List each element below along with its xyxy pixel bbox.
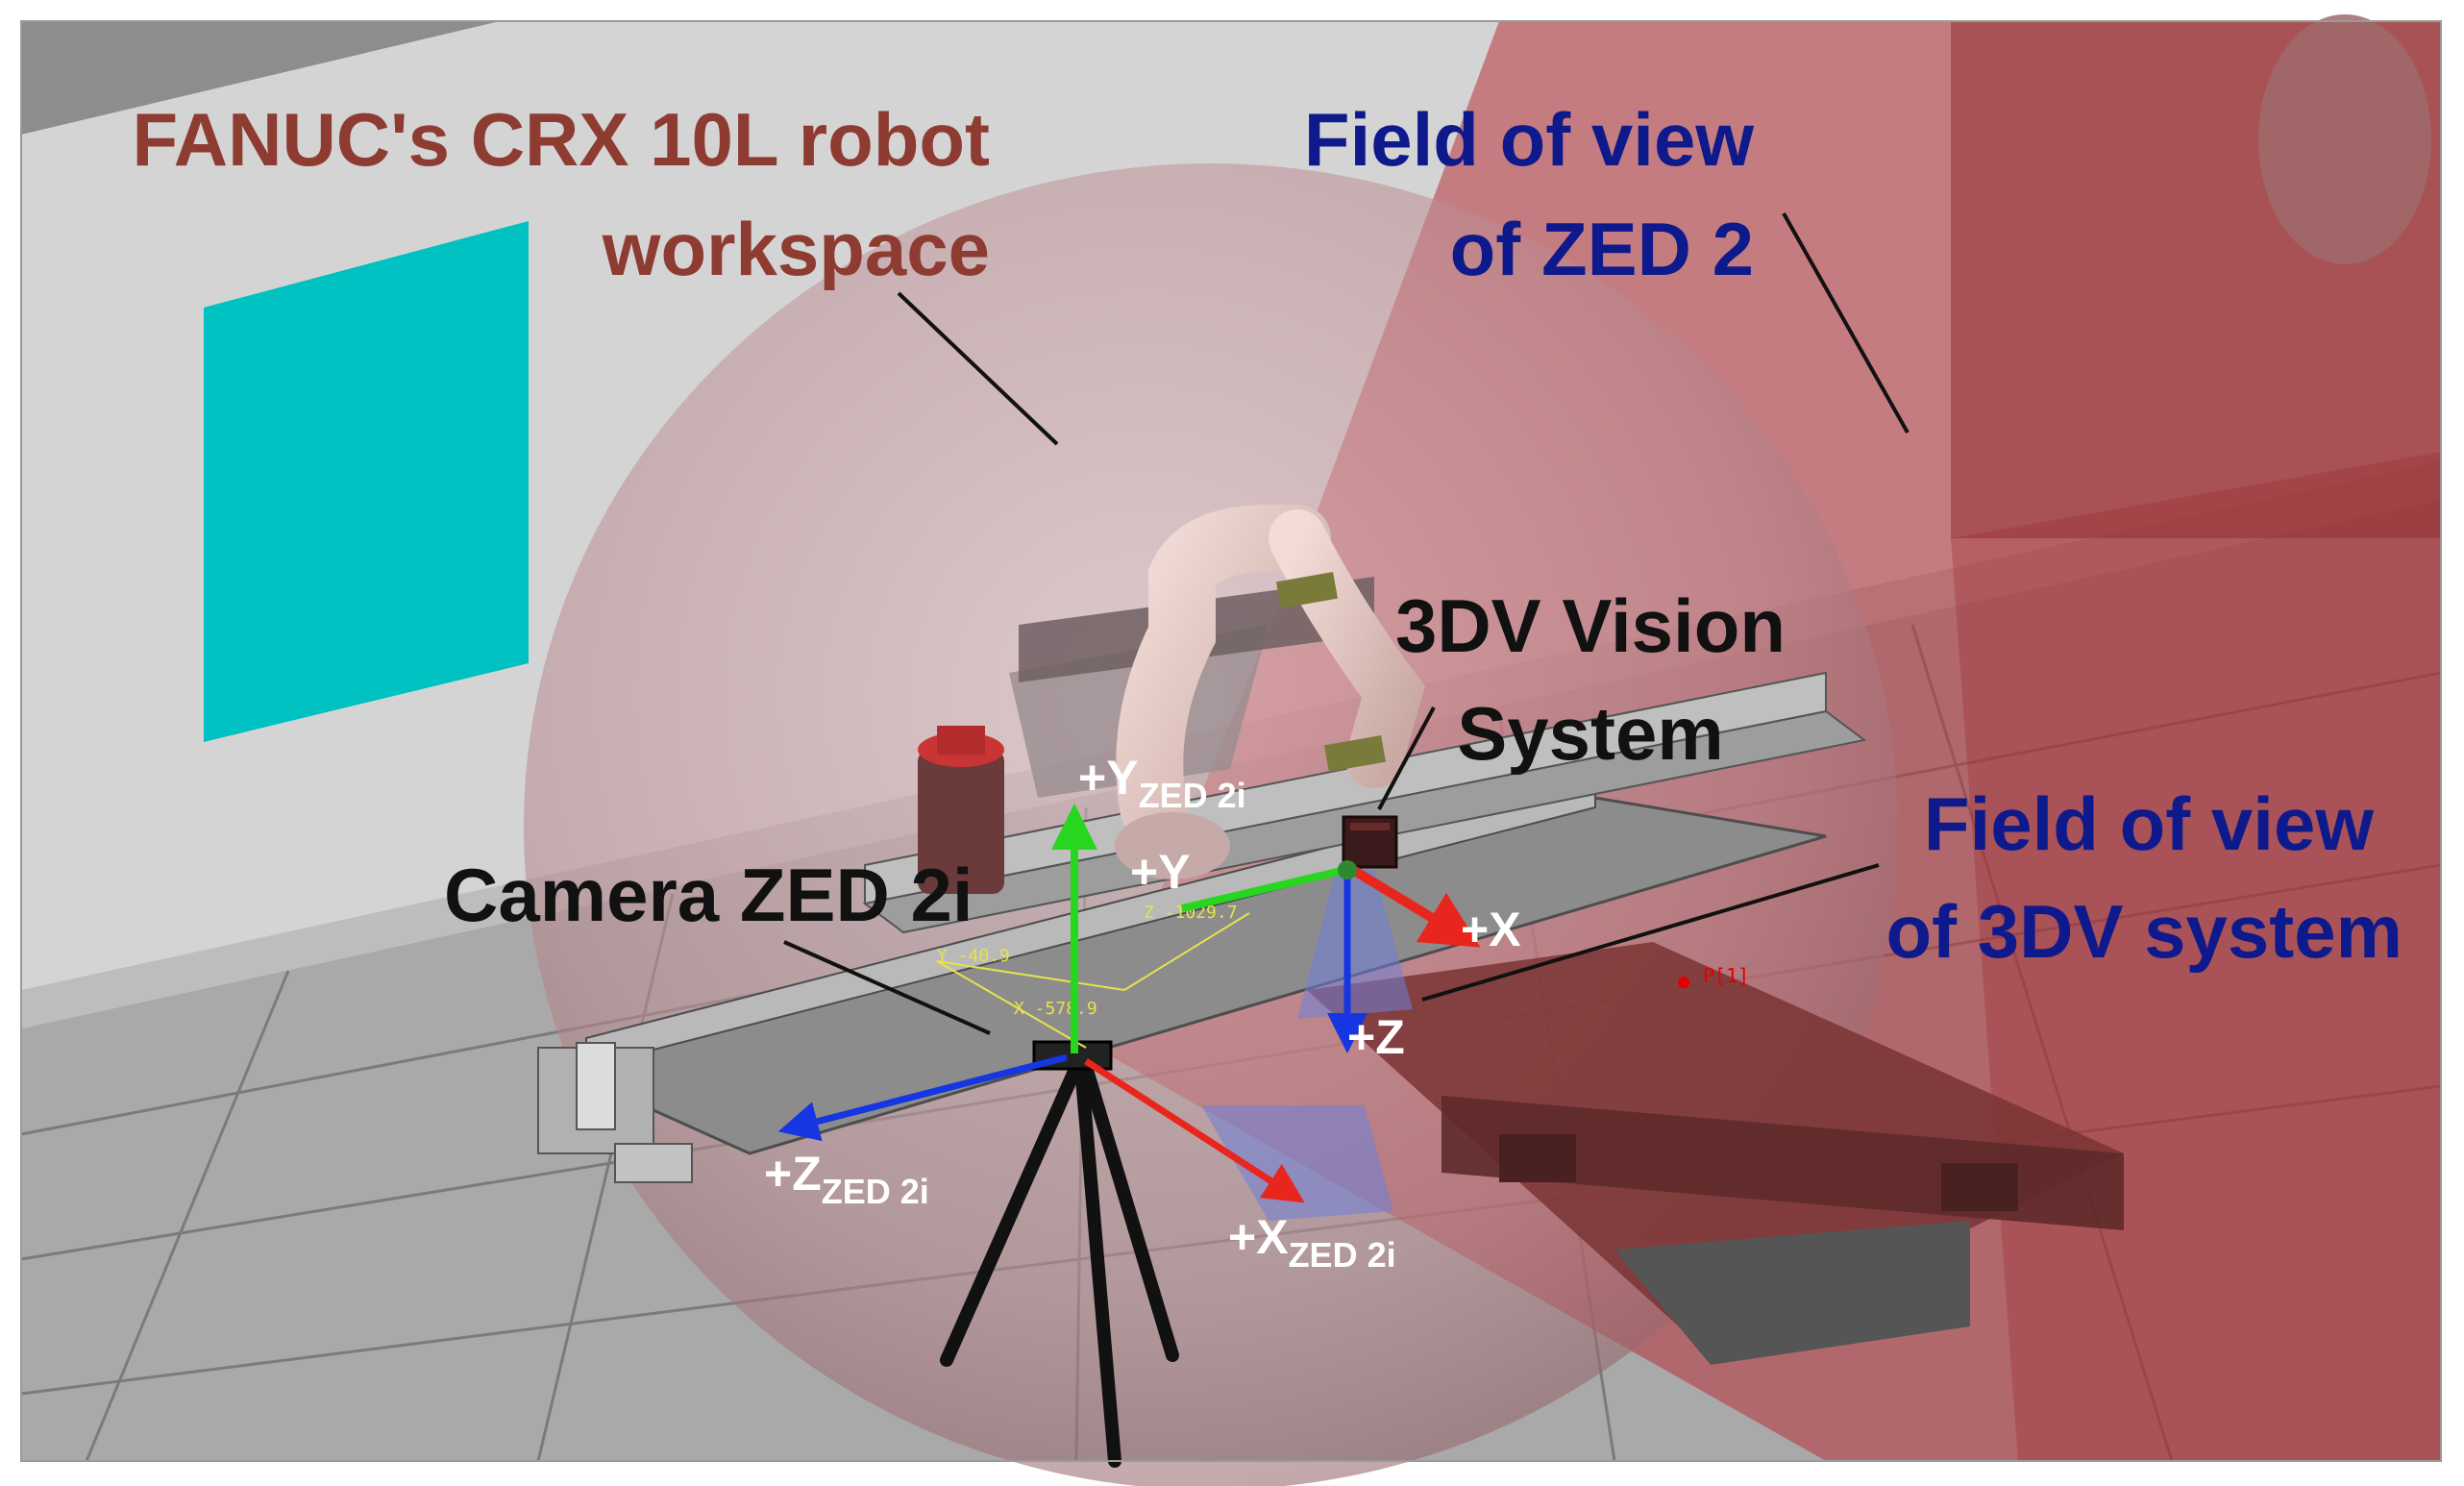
fov-zed2-label-line2: of ZED 2 — [1450, 207, 1754, 291]
zed2i-y-label: +YZED 2i — [1078, 751, 1246, 815]
zed2i-z-axis — [777, 1053, 1068, 1142]
vision-axes — [1181, 860, 1481, 1053]
zed2i-z-label: +ZZED 2i — [764, 1147, 929, 1211]
pallet — [1307, 942, 2124, 1365]
zed2i-x-axis — [1084, 1058, 1305, 1203]
readout-y: Y -40.9 — [937, 946, 1010, 966]
tripod-icon — [940, 1060, 1179, 1468]
workspace-label-line2: workspace — [602, 207, 990, 291]
zed2i-axes — [777, 804, 1305, 1203]
camera-leader — [783, 940, 991, 1035]
frame-border — [20, 20, 2442, 1462]
vision-system-label-line1: 3DV Vision — [1395, 583, 1786, 668]
vision-system-label-line2: System — [1457, 691, 1724, 776]
fov-zed2-leader — [1782, 212, 1910, 433]
vision-z-label: +Z — [1347, 1010, 1405, 1064]
axis-labels: +YZED 2i +ZZED 2i +XZED 2i +Y +X +Z — [764, 751, 1521, 1275]
vision-y-label: +Y — [1130, 845, 1191, 899]
fov-3dv-leader — [1421, 863, 1880, 1002]
workspace-leader — [897, 291, 1059, 446]
fov-zed2-lens-opening — [2258, 14, 2431, 264]
readout-x: X -578.9 — [1014, 999, 1097, 1019]
vision-x-label: +X — [1461, 903, 1521, 956]
leader-lines — [783, 212, 1910, 1035]
annotations: FANUC's CRX 10L robot workspace Field of… — [132, 97, 2402, 974]
fov-3dv-cone — [1297, 870, 1413, 1019]
camera-zed2i-label: Camera ZED 2i — [444, 853, 973, 937]
ceiling-beam — [21, 21, 500, 135]
robot-arm-icon — [1115, 505, 1425, 879]
vision-sensor-icon — [1342, 815, 1398, 869]
red-cylinder-part — [918, 726, 1004, 894]
fov-zed2-label-line1: Field of view — [1304, 97, 1754, 182]
vision-leader — [1377, 706, 1436, 810]
fov-zed2i-cone — [1201, 1105, 1393, 1221]
readout-point: P[1] — [1703, 964, 1749, 987]
fov-3dv-label-line2: of 3DV system — [1885, 889, 2402, 974]
zed2i-x-label: +XZED 2i — [1228, 1210, 1396, 1275]
vision-y-axis — [1181, 866, 1346, 912]
fov-3dv-label-line1: Field of view — [1924, 781, 2374, 866]
teal-wall-panel — [204, 221, 529, 742]
readout-z: Z -1029.7 — [1144, 903, 1238, 923]
workspace-label-line1: FANUC's CRX 10L robot — [132, 97, 990, 182]
vision-x-axis — [1350, 865, 1481, 948]
